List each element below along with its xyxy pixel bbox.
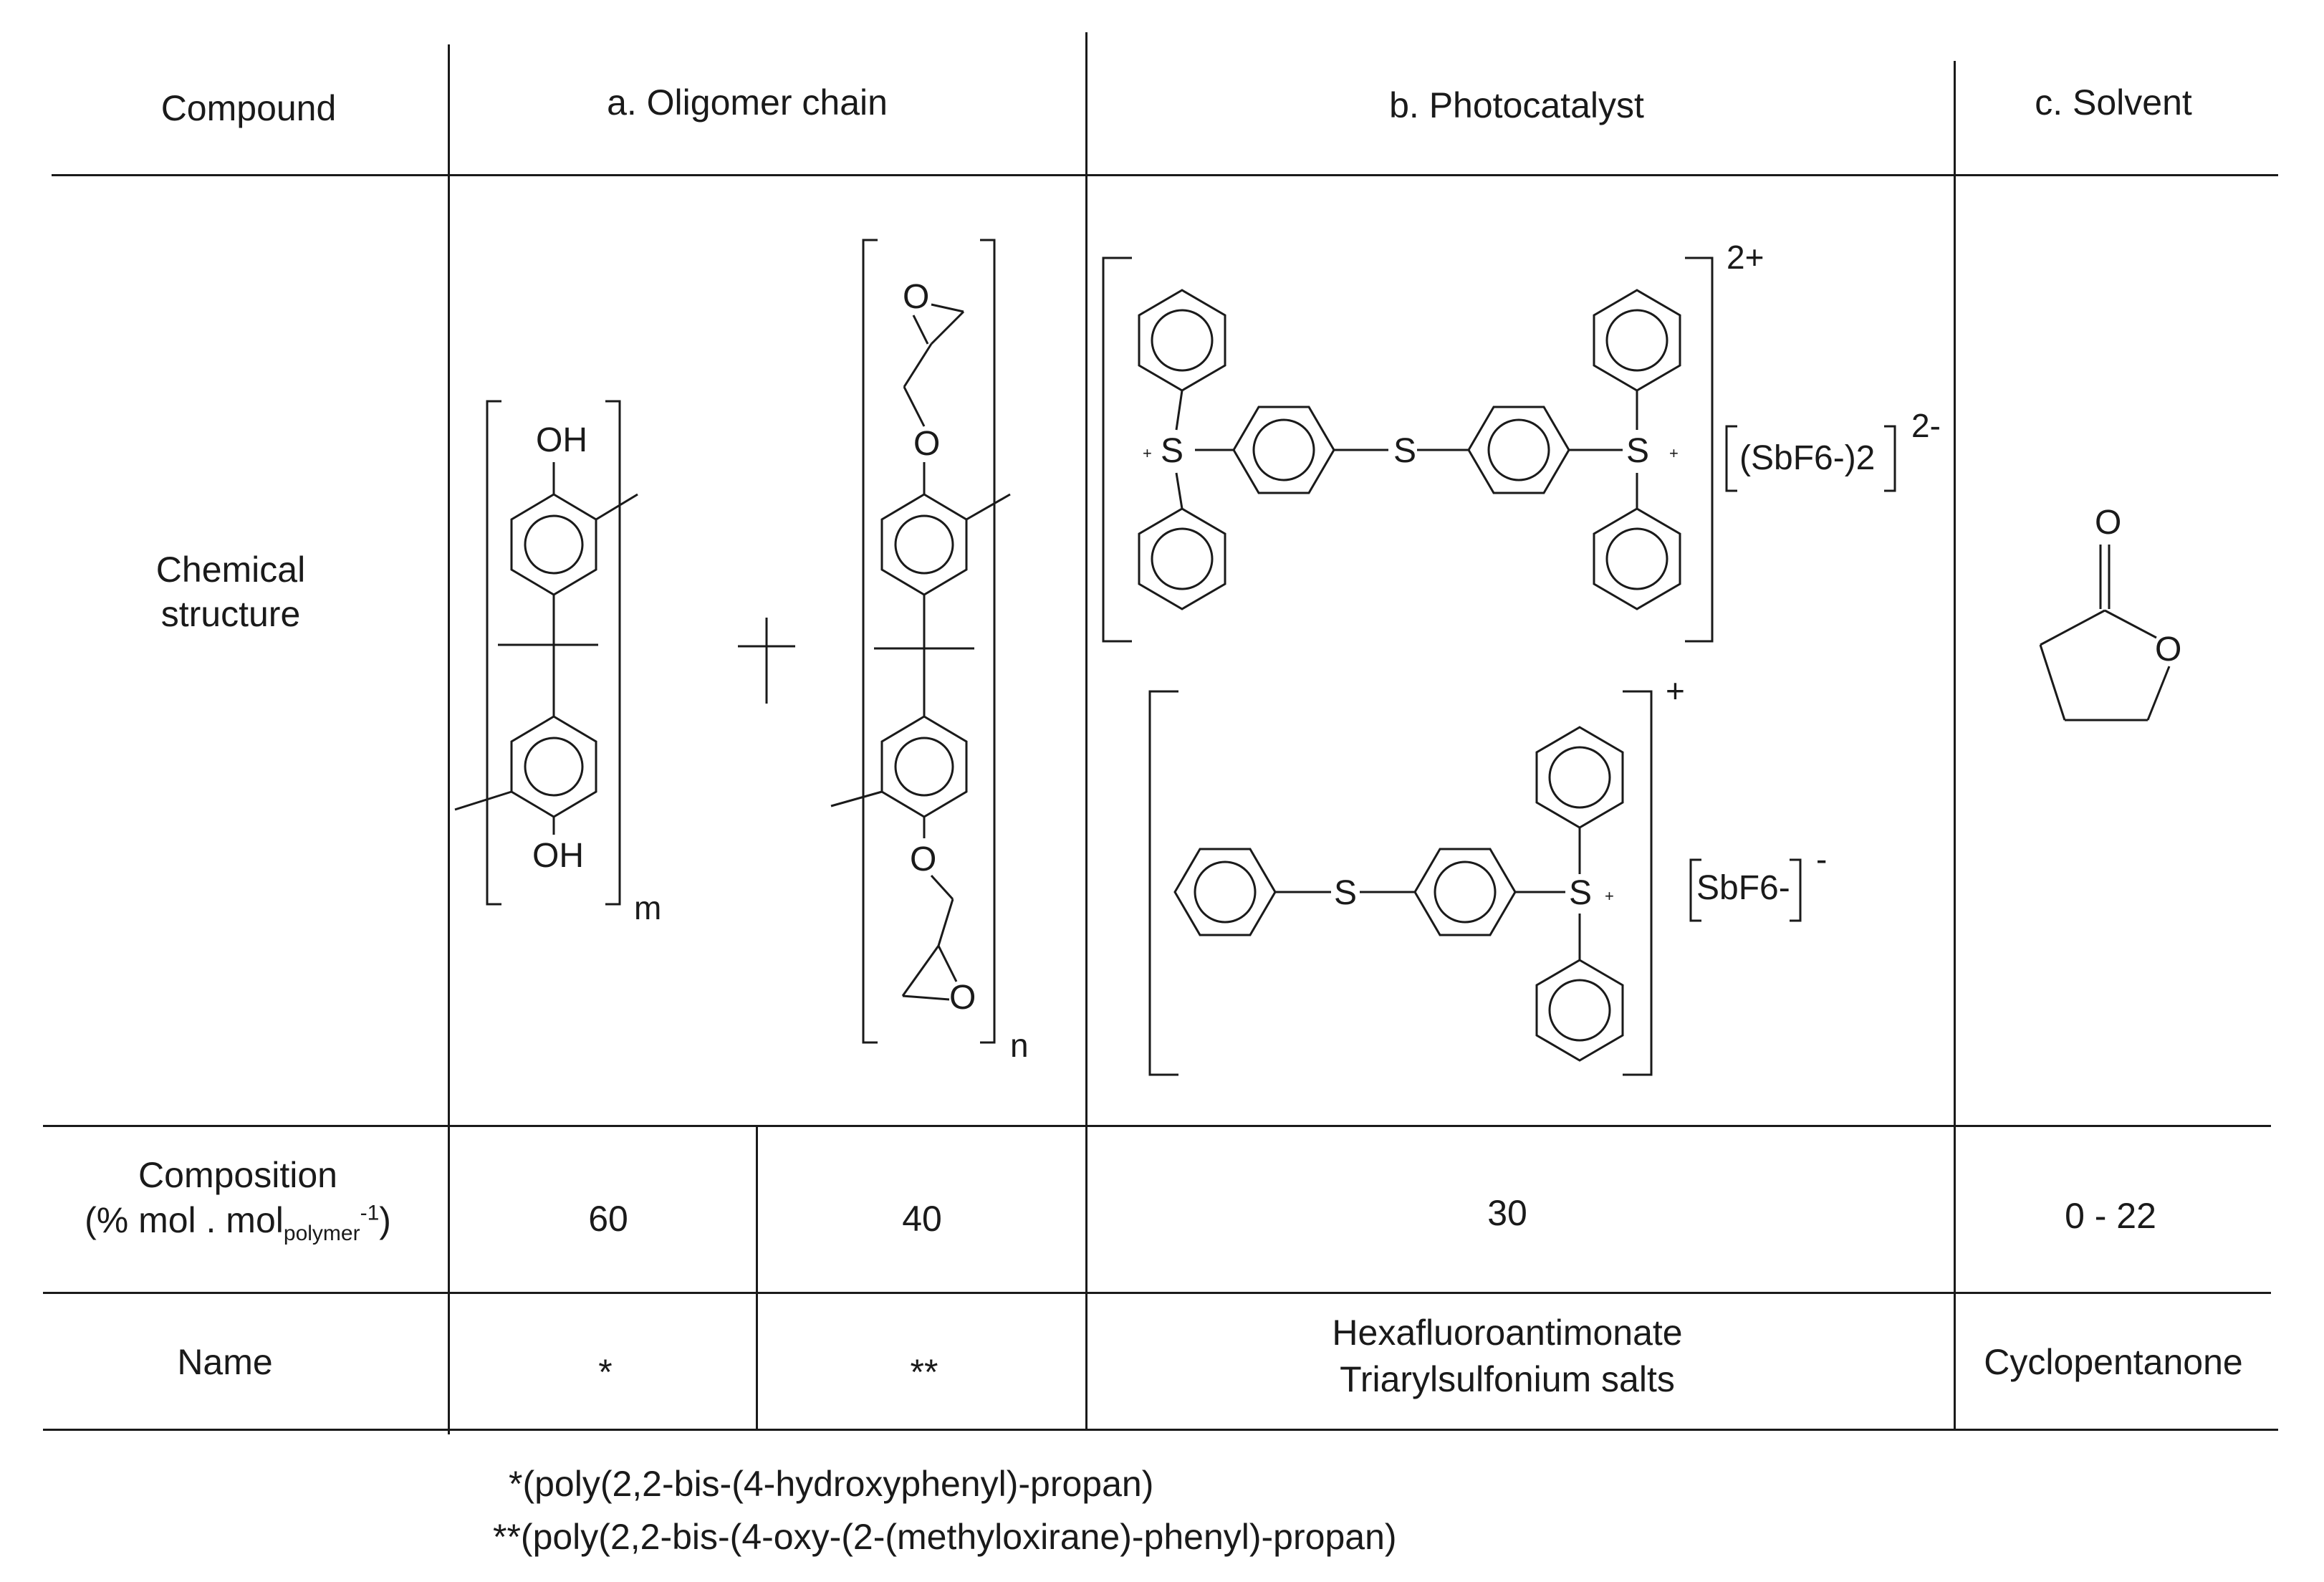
name-oligomer-n: **: [910, 1352, 938, 1392]
n-subscript: n: [1010, 1027, 1029, 1064]
photocatalyst-dication: 2+ S + S S + (SbF6-)2 2-: [1102, 239, 1941, 643]
svg-text:+: +: [1605, 887, 1614, 905]
charge-2minus: 2-: [1911, 407, 1941, 444]
header-compound: Compound: [160, 88, 337, 128]
solvent-structure: O O: [2039, 504, 2181, 722]
svg-text:S: S: [1334, 874, 1357, 912]
structure-bottom-rule: [43, 1125, 2271, 1127]
composition-photocatalyst: 30: [1487, 1193, 1527, 1233]
composition-bottom-rule: [43, 1292, 2271, 1294]
svg-text:S: S: [1569, 874, 1592, 912]
plus-sign: [738, 618, 795, 704]
row-label-composition-1: Composition: [138, 1155, 337, 1195]
counterion-double: (SbF6-)2: [1739, 439, 1875, 477]
row-label-name: Name: [177, 1342, 273, 1382]
composition-oligomer-n: 40: [902, 1199, 942, 1239]
oh-bottom-label: OH: [532, 837, 584, 875]
oligomer-m-structure: OH OH m: [454, 400, 661, 926]
column-divider-2: [1085, 32, 1087, 1431]
composition-solvent: 0 - 22: [2065, 1196, 2156, 1236]
svg-text:S: S: [1393, 432, 1416, 470]
footnote-single-star: *(poly(2,2-bis-(4-hydroxyphenyl)-propan): [509, 1464, 1154, 1504]
bracket-right: [1623, 690, 1653, 1076]
charge-plus: +: [1666, 672, 1685, 709]
header-solvent: c. Solvent: [2035, 82, 2192, 123]
footnote-double-star: **(poly(2,2-bis-(4-oxy-(2-(methyloxirane…: [493, 1517, 1397, 1557]
row-label-chemical-structure-2: structure: [160, 594, 301, 634]
name-oligomer-m: *: [598, 1352, 613, 1392]
svg-text:O: O: [2155, 631, 2181, 668]
counterion-single: SbF6-: [1696, 869, 1790, 907]
charge-2plus: 2+: [1727, 239, 1764, 276]
bracket-right: [980, 239, 996, 1044]
svg-text:S: S: [1626, 432, 1649, 470]
row-label-chemical-structure-1: Chemical: [155, 550, 306, 590]
svg-text:O: O: [949, 979, 976, 1017]
svg-text:O: O: [903, 278, 929, 316]
charge-minus: -: [1816, 840, 1827, 878]
svg-text:O: O: [910, 840, 936, 878]
bracket-left: [1102, 257, 1132, 643]
svg-text:+: +: [1669, 444, 1679, 462]
bracket-left: [862, 239, 878, 1044]
row-label-composition-2: (% mol . molpolymer-1): [85, 1200, 391, 1245]
svg-text:+: +: [1143, 444, 1152, 462]
bracket-right: [1685, 257, 1714, 643]
svg-text:O: O: [2095, 504, 2121, 542]
name-photocatalyst-1: Hexafluoroantimonate: [1332, 1313, 1683, 1353]
bracket-left: [486, 400, 501, 906]
column-divider-3: [1954, 61, 1956, 1431]
name-photocatalyst-2: Triarylsulfonium salts: [1340, 1359, 1675, 1399]
m-subscript: m: [634, 889, 661, 926]
name-solvent: Cyclopentanone: [1984, 1342, 2243, 1382]
bracket-left: [1148, 690, 1178, 1076]
composition-oligomer-m: 60: [588, 1199, 628, 1239]
svg-text:S: S: [1161, 432, 1183, 470]
header-oligomer-chain: a. Oligomer chain: [607, 82, 888, 123]
oligomer-n-structure: O O O O n: [830, 239, 1029, 1064]
bracket-right: [605, 400, 621, 906]
oligomer-split-divider: [756, 1126, 758, 1430]
svg-text:O: O: [913, 425, 940, 463]
name-bottom-rule: [43, 1429, 2278, 1431]
oh-top-label: OH: [536, 421, 587, 459]
column-divider-1: [448, 44, 450, 1434]
header-photocatalyst: b. Photocatalyst: [1389, 85, 1644, 125]
photocatalyst-monocation: + S S + SbF6- -: [1148, 672, 1827, 1076]
header-bottom-rule: [52, 174, 2278, 176]
